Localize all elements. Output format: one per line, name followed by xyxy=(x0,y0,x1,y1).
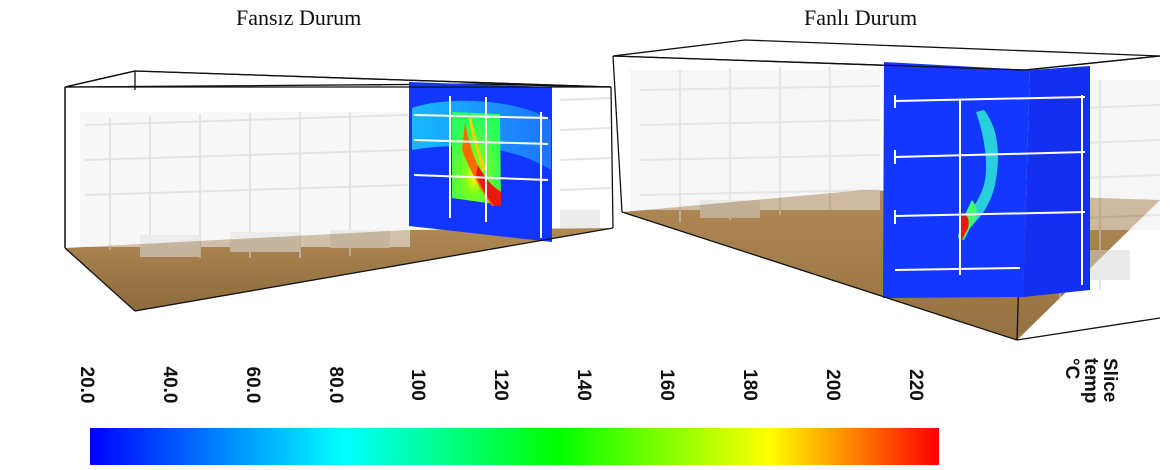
colorbar-tick: 60.0 xyxy=(242,366,263,404)
colorbar-tick: 160 xyxy=(656,369,677,401)
colorbar-tick: 100 xyxy=(407,369,428,401)
temperature-slice-left xyxy=(409,82,552,242)
colorbar-tick: 80.0 xyxy=(325,366,346,404)
title-with-fan: Fanlı Durum xyxy=(804,5,918,30)
colorbar-label: Slice temp °C xyxy=(1061,358,1120,404)
colorbar-tick: 180 xyxy=(739,369,760,401)
colorbar-tick: 20.0 xyxy=(76,366,97,404)
building-without-fan xyxy=(64,70,614,312)
title-without-fan: Fansız Durum xyxy=(236,5,362,30)
colorbar-tick: 140 xyxy=(573,369,594,401)
temperature-slice-right xyxy=(883,62,1090,298)
floor-slab xyxy=(65,228,613,311)
colorbar-tick: 200 xyxy=(822,369,843,401)
colorbar-tick: 120 xyxy=(490,369,511,401)
temperature-colorbar xyxy=(90,428,939,465)
colorbar-tick: 40.0 xyxy=(159,366,180,404)
colorbar-tick: 220 xyxy=(905,369,926,401)
interior-walls xyxy=(80,97,611,258)
building-with-fan xyxy=(612,39,1161,341)
